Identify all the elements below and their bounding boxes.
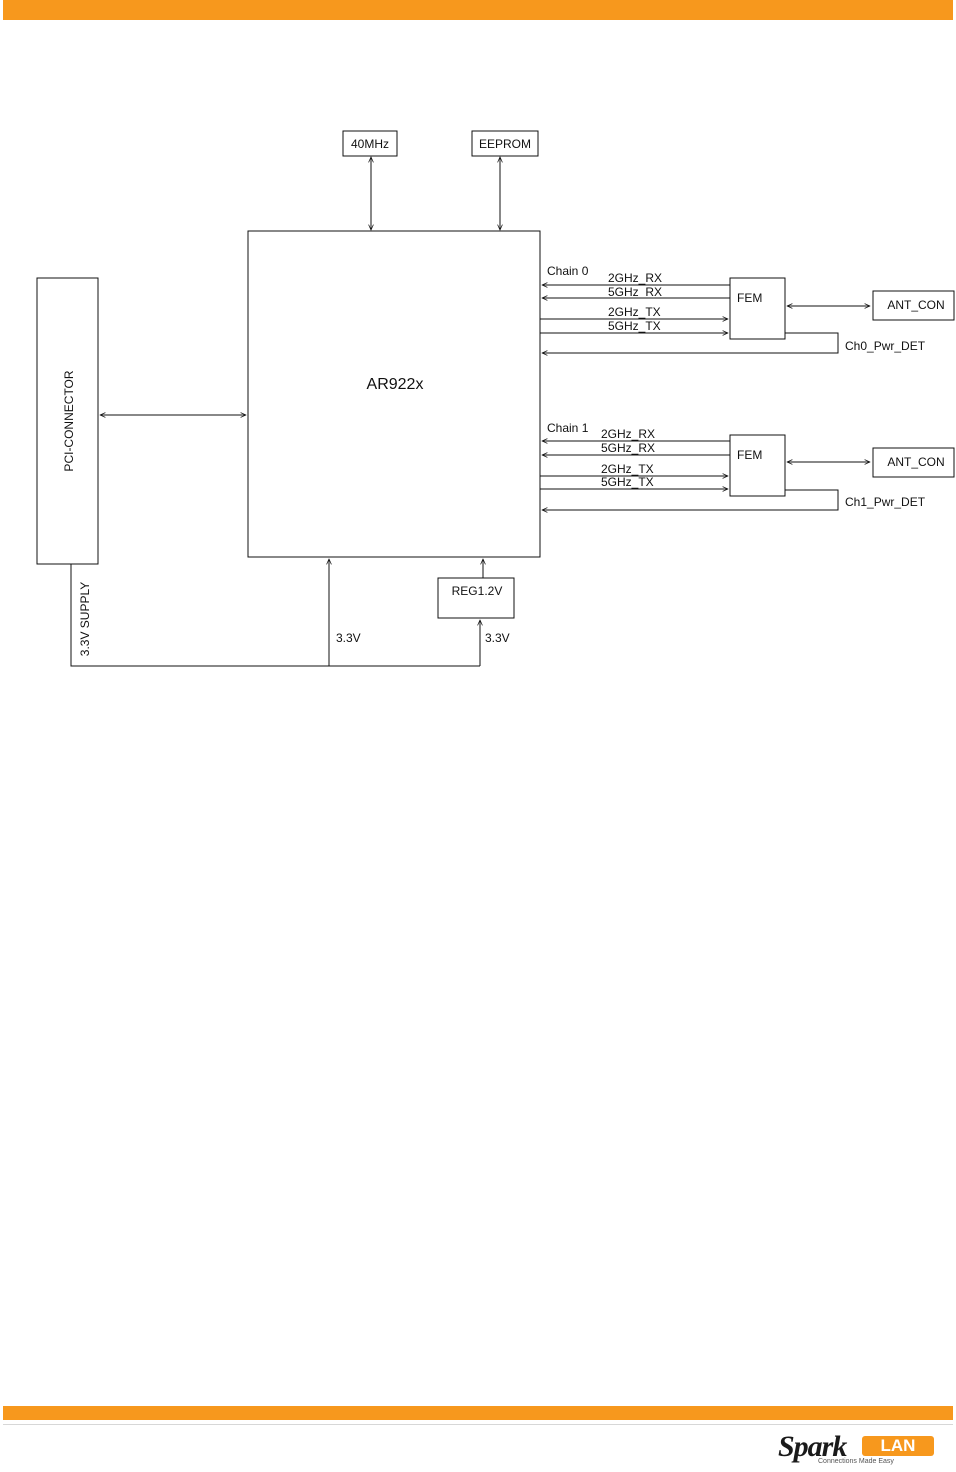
- footer-band: [3, 1406, 953, 1420]
- sparklan-logo: Spark LAN Connections Made Easy: [778, 1430, 938, 1470]
- chain0-rx2-label: 2GHz_RX: [608, 271, 662, 285]
- chain1-fem-box: [730, 435, 785, 496]
- chain0-rx5-label: 5GHz_RX: [608, 285, 662, 299]
- logo-tagline: Connections Made Easy: [818, 1458, 894, 1465]
- supply-label: 3.3V SUPPLY: [78, 582, 92, 656]
- chain0-title: Chain 0: [547, 264, 589, 278]
- chip-box: [248, 231, 540, 557]
- chain1-rx2-label: 2GHz_RX: [601, 427, 655, 441]
- voltage-reg-label: 3.3V: [485, 631, 510, 645]
- footer-rule: [3, 1424, 953, 1425]
- chain0-antenna-label: ANT_CON: [887, 298, 944, 312]
- chain0-fem-label: FEM: [737, 291, 762, 305]
- chain0-pwr-det-line: [542, 333, 838, 353]
- chain1-tx2-label: 2GHz_TX: [601, 462, 654, 476]
- regulator-label: REG1.2V: [452, 584, 503, 598]
- chain1-title: Chain 1: [547, 421, 589, 435]
- supply-line: [71, 564, 480, 666]
- chain0-tx5-label: 5GHz_TX: [608, 319, 661, 333]
- chain0-fem-box: [730, 278, 785, 339]
- chain1-pwr-det-label: Ch1_Pwr_DET: [845, 495, 926, 509]
- chain1-rx5-label: 5GHz_RX: [601, 441, 655, 455]
- chain0-pwr-det-label: Ch0_Pwr_DET: [845, 339, 926, 353]
- chain1-fem-label: FEM: [737, 448, 762, 462]
- eeprom-label: EEPROM: [479, 137, 531, 151]
- chain1-tx5-label: 5GHz_TX: [601, 475, 654, 489]
- chain0-tx2-label: 2GHz_TX: [608, 305, 661, 319]
- chain1-pwr-det-line: [542, 490, 838, 510]
- clock-label: 40MHz: [351, 137, 389, 151]
- chain1-antenna-label: ANT_CON: [887, 455, 944, 469]
- voltage-chip-label: 3.3V: [336, 631, 361, 645]
- chip-label: AR922x: [367, 376, 424, 393]
- logo-lan-badge: LAN: [862, 1436, 934, 1456]
- pci-label: PCI-CONNECTOR: [62, 370, 76, 471]
